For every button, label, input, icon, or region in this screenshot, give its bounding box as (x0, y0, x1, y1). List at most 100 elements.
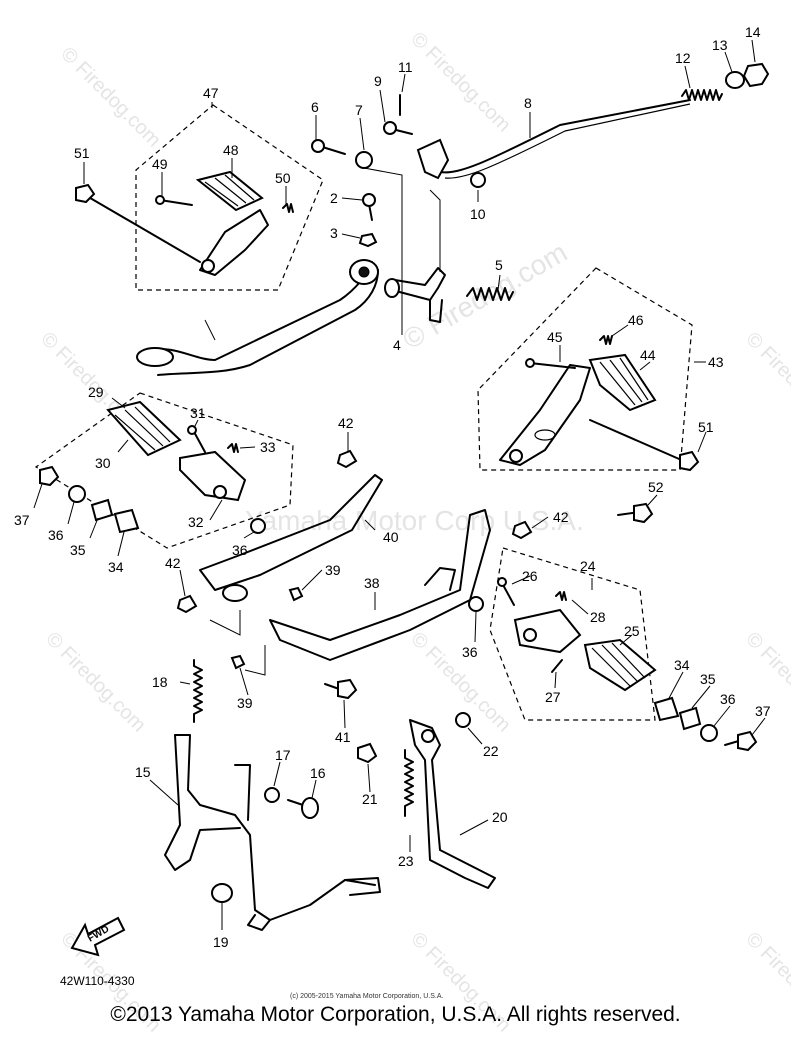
leader-4b (429, 189, 441, 272)
callout-19: 19 (213, 934, 229, 950)
callout-31: 31 (190, 405, 206, 421)
leader-42c (179, 569, 186, 597)
callout-51: 51 (74, 145, 90, 161)
collar-35b (678, 706, 702, 731)
watermark: © Firedog.com (41, 628, 150, 737)
spring-46 (599, 335, 613, 345)
leader-36a (67, 501, 75, 525)
callout-51b: 51 (698, 419, 714, 435)
leader-51b (697, 431, 707, 453)
callout-29: 29 (88, 384, 104, 400)
spring-28 (555, 591, 567, 601)
bracket-38 (269, 509, 491, 661)
nut-42a (336, 449, 358, 469)
leader-35a (89, 517, 99, 539)
bolt-21 (357, 742, 378, 764)
footer-copyright: ©2013 Yamaha Motor Corporation, U.S.A. A… (110, 1003, 681, 1026)
spring-12 (681, 89, 723, 101)
washer-10 (470, 172, 486, 188)
callout-11: 11 (398, 59, 413, 75)
callout-40: 40 (383, 529, 399, 545)
main-stand-15-foot (247, 914, 271, 931)
brake-pedal-pivot-hole (358, 266, 370, 278)
footrest-bracket-43 (499, 364, 591, 466)
leader-16 (311, 779, 317, 799)
adjuster-13 (725, 71, 745, 89)
washer-36c (468, 596, 484, 612)
leader-2 (341, 197, 363, 201)
washer-7 (355, 151, 373, 169)
callout-50: 50 (275, 170, 291, 186)
pin-49-head (155, 195, 165, 205)
fwd-arrow-shape (70, 916, 126, 957)
fwd-arrow: FWD (70, 916, 126, 957)
leader-44 (639, 361, 651, 371)
callout-35b: 35 (700, 671, 716, 687)
group-outline-47 (135, 104, 324, 291)
callout-46: 46 (628, 312, 644, 328)
callout-2: 2 (330, 190, 338, 206)
leader-31 (193, 419, 199, 429)
callout-32: 32 (188, 514, 204, 530)
leader-52 (647, 494, 658, 506)
callout-17: 17 (275, 747, 291, 763)
callout-8: 8 (524, 95, 532, 111)
spring-5 (466, 287, 514, 301)
leader-11 (401, 73, 406, 93)
footrest-25-grip (591, 642, 646, 687)
leader-46 (611, 324, 629, 337)
leader-25 (619, 634, 633, 646)
side-stand-20 (409, 719, 496, 889)
footrest-bracket-32 (179, 450, 247, 502)
bracket-hole-26 (523, 628, 537, 642)
callout-4: 4 (393, 337, 401, 353)
footrest-43-assembly (499, 335, 700, 524)
leader-27 (554, 671, 557, 689)
callout-37b: 37 (755, 703, 771, 719)
pin-27 (551, 659, 563, 673)
leader-36b (243, 531, 255, 539)
spring-18 (193, 659, 203, 723)
bracket-slot-43 (534, 429, 556, 441)
bracket-40-hole (222, 584, 248, 602)
nut-42c (511, 520, 533, 540)
callout-42b: 42 (553, 509, 569, 525)
group-outlines (34, 104, 693, 721)
leader-34b (667, 671, 684, 701)
callout-16: 16 (310, 765, 326, 781)
callout-36c: 36 (462, 644, 478, 660)
callout-39a: 39 (325, 562, 341, 578)
leader-bracket-b (244, 645, 266, 676)
leader-lines (33, 39, 766, 930)
callout-3: 3 (330, 225, 338, 241)
callout-13: 13 (712, 37, 728, 53)
footrest-30-grip (114, 406, 171, 451)
callout-9: 9 (374, 73, 382, 89)
stand-bracket-assembly (176, 449, 533, 700)
pin-45 (529, 362, 576, 369)
callout-15: 15 (135, 764, 151, 780)
callout-47: 47 (203, 85, 219, 101)
leader-20 (459, 819, 489, 836)
callout-35a: 35 (70, 542, 86, 558)
leader-7 (359, 117, 365, 151)
callout-25: 25 (624, 623, 640, 639)
leader-21 (367, 763, 371, 793)
callout-5: 5 (495, 257, 503, 273)
callout-44: 44 (640, 347, 656, 363)
leader-bracket-a (209, 610, 241, 636)
footrest-24-assembly (497, 577, 758, 752)
brake-shaft-arm (429, 299, 443, 323)
washer-36a (68, 485, 86, 503)
footrest-44-grip (599, 357, 649, 406)
brake-pedal-pad (136, 347, 174, 367)
leader-3 (341, 233, 361, 239)
brake-pedal-arm (149, 261, 373, 361)
damper-34a (113, 508, 140, 534)
main-stand-15-left-leg (164, 734, 241, 871)
footrest-48-grip (204, 174, 255, 207)
callout-48: 48 (223, 142, 239, 158)
callout-27: 27 (545, 689, 561, 705)
spring-23 (404, 749, 414, 817)
pin-26-head (497, 577, 507, 587)
